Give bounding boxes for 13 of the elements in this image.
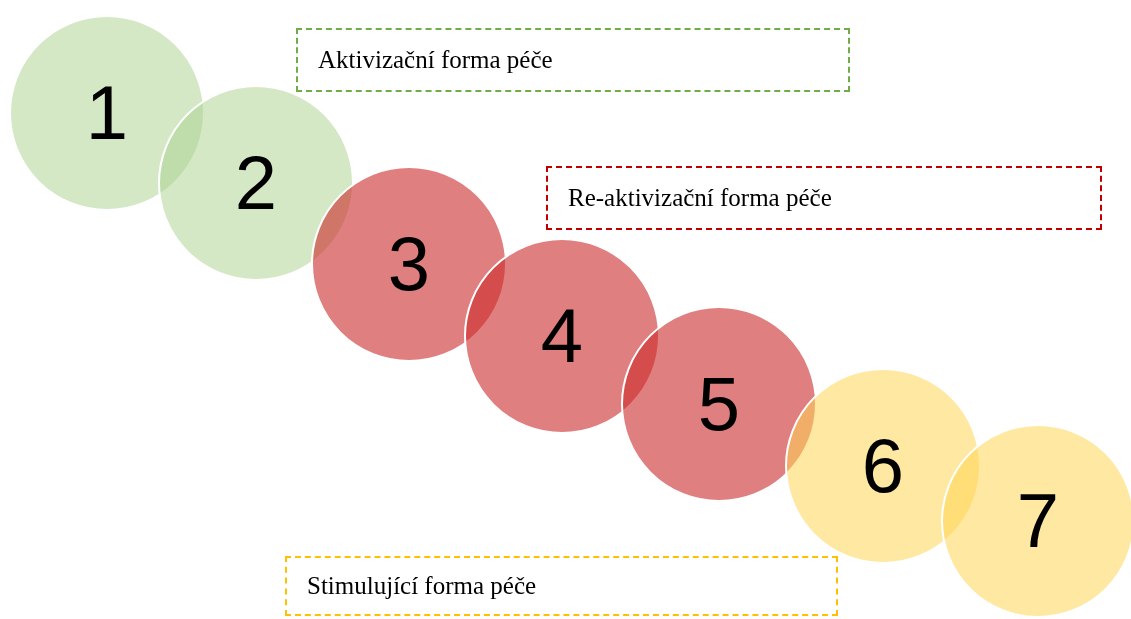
dashed-label-box: [296, 28, 850, 92]
care-form-label: Stimulující forma péče: [307, 571, 537, 602]
care-form-label: Re-aktivizační forma péče: [568, 183, 832, 214]
care-form-label: Aktivizační forma péče: [318, 45, 553, 76]
step-number: 4: [540, 298, 584, 374]
step-number: 5: [697, 366, 741, 442]
step-number: 7: [1016, 483, 1060, 559]
step-number: 3: [387, 226, 431, 302]
step-number: 1: [85, 75, 129, 151]
step-number: 2: [234, 145, 278, 221]
step-number: 6: [861, 428, 905, 504]
dashed-label-box: [285, 556, 838, 616]
dashed-label-box: [546, 166, 1102, 230]
